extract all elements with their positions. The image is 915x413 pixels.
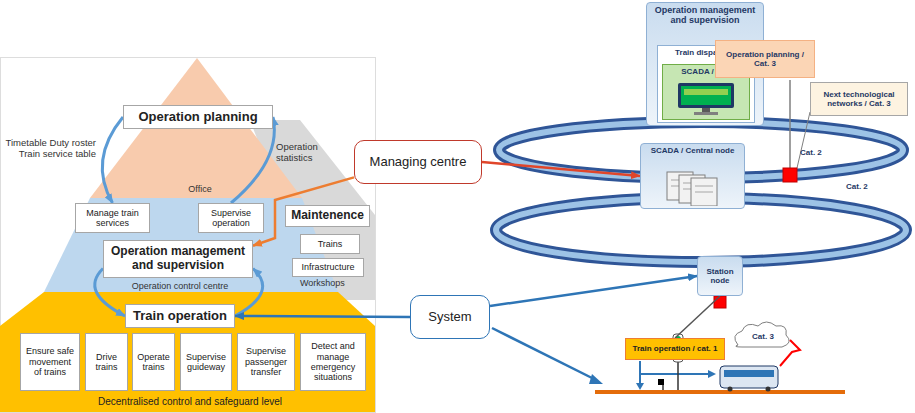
connector (102, 117, 123, 203)
node-text: Operate trains (136, 352, 171, 373)
node-box: Station node (697, 256, 743, 296)
label: Workshops (300, 278, 360, 288)
node-text: Manage train services (79, 208, 146, 229)
callout-box: System (410, 295, 490, 339)
wheel (766, 387, 771, 392)
node-text: System (428, 310, 471, 325)
arrowhead (636, 383, 644, 390)
node-text: Train operation / cat. 1 (633, 344, 718, 353)
wheel (728, 387, 733, 392)
panel (1, 58, 376, 413)
system-box: Train operation / cat. 1 (625, 338, 725, 360)
label: Operation control centre (120, 281, 240, 291)
node-text: Next technological networks / Cat. 3 (814, 90, 904, 108)
function-box: Ensure safe movement of trains (20, 333, 80, 391)
arrowhead (589, 374, 603, 384)
label: Cat. 2 (846, 182, 880, 191)
label: Cat. 3 (745, 332, 781, 341)
link-line (789, 80, 791, 168)
connector (235, 316, 410, 317)
planning-level (90, 58, 302, 198)
leader-line (797, 112, 810, 168)
node-text: Infrastructure (301, 262, 354, 272)
level-box: Train operation (125, 304, 235, 328)
node-text: Detect and manage emergency situations (304, 341, 362, 382)
heading-box: Maintenence (285, 205, 370, 227)
level-box: Operation management and supervision (103, 240, 253, 278)
callout-box: Managing centre (354, 140, 482, 184)
network-box: Operation planning / Cat. 3 (715, 40, 815, 78)
function-box: Trains (300, 234, 360, 254)
lightning (780, 340, 800, 366)
server-icon (663, 170, 723, 206)
connector (490, 276, 697, 306)
node-text: Train operation (133, 309, 227, 324)
node-text: Station node (701, 267, 739, 285)
train-windows (724, 370, 774, 377)
gateway-square (714, 296, 726, 308)
signal-post (677, 362, 679, 390)
function-box: Drive trains (85, 333, 128, 391)
node-box: SCADA / Central node (640, 143, 745, 209)
node-text: Operation planning (138, 110, 257, 125)
control-line (640, 373, 710, 375)
label: Decentralised control and safeguard leve… (80, 396, 300, 408)
label: Office (180, 184, 220, 194)
node-text: Maintenence (291, 209, 364, 223)
radio-cloud (735, 322, 789, 347)
node-text: SCADA / Central node (651, 146, 735, 155)
function-box: Supervise operation (198, 203, 264, 233)
node-text: Supervise passenger transfer (241, 346, 291, 377)
level-box: Operation planning (123, 105, 273, 129)
node-text: Trains (318, 239, 343, 249)
function-box: Supervise passenger transfer (237, 333, 295, 391)
gateway-square (783, 168, 797, 182)
node-text: Ensure safe movement of trains (24, 346, 76, 377)
arrowhead (708, 370, 716, 378)
connector (231, 117, 274, 203)
control-level (0, 292, 375, 412)
label: Cat. 2 (800, 148, 834, 157)
function-box: Manage train services (75, 203, 150, 233)
node-text: Managing centre (370, 155, 467, 170)
node-text: Operation planning / Cat. 3 (719, 50, 811, 68)
node-text: Supervise operation (202, 208, 260, 229)
monitor-icon (676, 82, 736, 116)
network-box: Next technological networks / Cat. 3 (810, 82, 908, 116)
connector (675, 296, 720, 338)
node-text: Operation management and supervision (650, 5, 760, 26)
label: Operation statistics (276, 142, 338, 164)
node-text: Drive trains (89, 352, 124, 373)
function-box: Supervise guideway (180, 333, 232, 391)
node-text: Supervise guideway (184, 352, 228, 373)
connector (482, 162, 640, 176)
label: Timetable Duty roster Train service tabl… (4, 138, 96, 160)
balise (658, 379, 664, 385)
track (595, 390, 845, 394)
function-box: Operate trains (132, 333, 175, 391)
node-text: Operation management and supervision (107, 245, 249, 273)
callout-arrow (492, 328, 596, 380)
function-box: Detect and manage emergency situations (300, 333, 366, 391)
train (720, 366, 778, 388)
function-box: Infrastructure (292, 258, 364, 277)
